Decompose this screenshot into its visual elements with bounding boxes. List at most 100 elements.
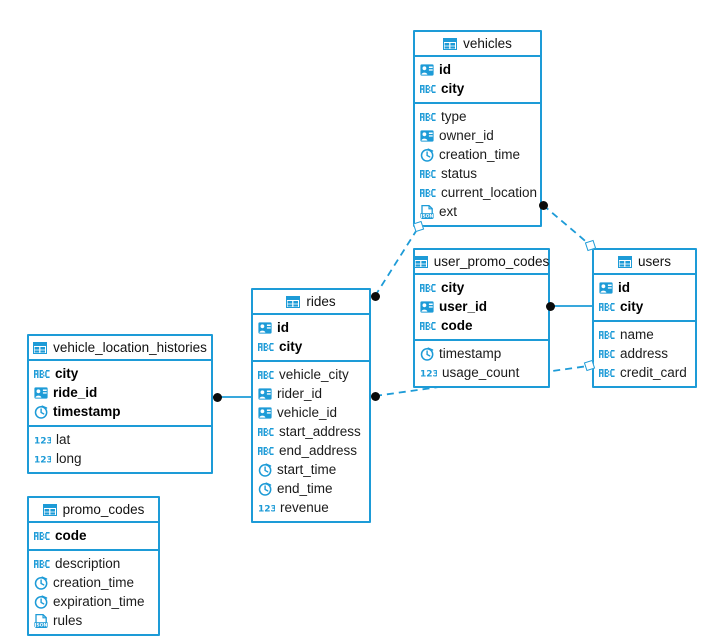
column-row[interactable]: start_address	[253, 422, 369, 441]
table-icon	[33, 341, 48, 354]
column-row[interactable]: owner_id	[415, 126, 540, 145]
column-row[interactable]: description	[29, 554, 158, 573]
relationship-source-dot-rides-to-users	[371, 392, 380, 401]
table-header-rides[interactable]: rides	[253, 290, 369, 315]
table-icon	[286, 295, 301, 308]
abc-text-icon	[420, 169, 436, 179]
primary-key-section: id city	[415, 57, 540, 102]
column-name: city	[279, 339, 303, 354]
table-icon	[617, 255, 632, 268]
column-row[interactable]: start_time	[253, 460, 369, 479]
column-name: rules	[53, 613, 83, 628]
column-name: id	[439, 62, 451, 77]
column-name: vehicle_city	[279, 367, 349, 382]
abc-text-icon	[258, 342, 274, 352]
table-name: promo_codes	[62, 502, 145, 517]
column-row[interactable]: credit_card	[594, 363, 695, 382]
column-name: end_address	[279, 443, 358, 458]
column-row[interactable]: timestamp	[415, 344, 548, 363]
column-row[interactable]: id	[594, 278, 695, 297]
clock-icon	[258, 481, 272, 496]
primary-key-section: code	[29, 523, 158, 549]
column-row[interactable]: city	[29, 364, 211, 383]
column-name: vehicle_id	[277, 405, 338, 420]
column-name: lat	[56, 432, 71, 447]
column-row[interactable]: vehicle_city	[253, 365, 369, 384]
column-row[interactable]: ride_id	[29, 383, 211, 402]
table-header-promo_codes[interactable]: promo_codes	[29, 498, 158, 523]
id-card-icon	[258, 387, 272, 400]
column-row[interactable]: id	[253, 318, 369, 337]
table-name: vehicles	[463, 36, 512, 51]
column-row[interactable]: user_id	[415, 297, 548, 316]
svg-text:JSON: JSON	[420, 213, 434, 218]
column-row[interactable]: address	[594, 344, 695, 363]
id-card-icon	[258, 321, 272, 334]
table-header-user_promo_codes[interactable]: user_promo_codes	[413, 250, 549, 275]
column-row[interactable]: city	[594, 297, 695, 316]
column-row[interactable]: city	[415, 79, 540, 98]
column-row[interactable]: code	[415, 316, 548, 335]
column-name: name	[620, 327, 654, 342]
table-name: rides	[306, 294, 336, 309]
abc-text-icon	[258, 427, 274, 437]
column-row[interactable]: vehicle_id	[253, 403, 369, 422]
column-row[interactable]: creation_time	[415, 145, 540, 164]
id-card-icon	[599, 281, 613, 294]
column-row[interactable]: id	[415, 60, 540, 79]
relationship-line-vehicles-to-users	[542, 204, 591, 246]
relationship-source-dot-vehicles-to-users	[539, 201, 548, 210]
column-name: expiration_time	[53, 594, 145, 609]
column-row[interactable]: rider_id	[253, 384, 369, 403]
table-icon	[42, 503, 57, 516]
abc-text-icon	[420, 84, 436, 94]
column-row[interactable]: status	[415, 164, 540, 183]
column-row[interactable]: creation_time	[29, 573, 158, 592]
table-header-users[interactable]: users	[594, 250, 695, 275]
abc-text-icon	[599, 368, 615, 378]
table-icon	[413, 255, 428, 268]
table-header-vehicle_location_histories[interactable]: vehicle_location_histories	[29, 336, 211, 361]
column-name: status	[441, 166, 478, 181]
column-row[interactable]: current_location	[415, 183, 540, 202]
column-name: id	[277, 320, 289, 335]
clock-icon	[34, 575, 48, 590]
column-name: end_time	[277, 481, 333, 496]
123-number-icon: 123	[34, 454, 51, 463]
column-row[interactable]: type	[415, 107, 540, 126]
column-row[interactable]: name	[594, 325, 695, 344]
column-name: id	[618, 280, 630, 295]
id-card-icon	[34, 386, 48, 399]
table-rides[interactable]: rides id city vehicle_city rider_id vehicle_i…	[251, 288, 371, 523]
column-name: city	[55, 366, 79, 381]
column-name: rider_id	[277, 386, 323, 401]
id-card-icon	[420, 300, 434, 313]
column-row[interactable]: expiration_time	[29, 592, 158, 611]
abc-text-icon	[420, 188, 436, 198]
relationship-source-dot-user-promo-codes-to-users	[546, 302, 555, 311]
column-row[interactable]: city	[415, 278, 548, 297]
id-card-icon	[420, 129, 434, 142]
table-header-vehicles[interactable]: vehicles	[415, 32, 540, 57]
column-row[interactable]: code	[29, 526, 158, 545]
column-row[interactable]: city	[253, 337, 369, 356]
column-row[interactable]: end_time	[253, 479, 369, 498]
column-row[interactable]: timestamp	[29, 402, 211, 421]
relationship-source-dot-vehicle-location-histories-to-rides	[213, 393, 222, 402]
column-name: description	[55, 556, 121, 571]
column-row[interactable]: end_address	[253, 441, 369, 460]
id-card-icon	[258, 406, 272, 419]
column-name: creation_time	[53, 575, 135, 590]
